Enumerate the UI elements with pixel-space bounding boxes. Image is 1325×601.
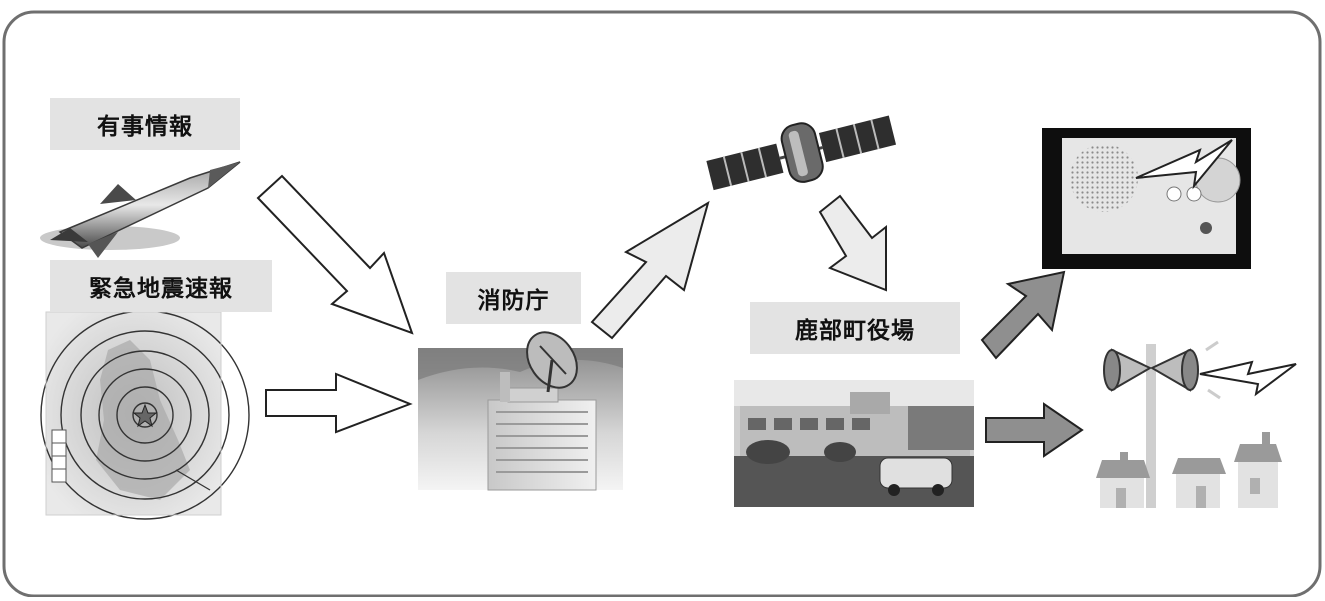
- missile-image: [40, 161, 241, 258]
- arrow-fdma-to-satellite: [590, 200, 710, 340]
- town-office-image: [734, 380, 974, 507]
- arrow-office-to-device: [980, 270, 1066, 360]
- fdma-building-image: [418, 331, 623, 491]
- label-town-office: 鹿部町役場: [750, 302, 960, 354]
- loudspeaker-tower-image: [1096, 340, 1297, 508]
- receiver-device-image: [1042, 128, 1251, 269]
- label-eew: 緊急地震速報: [50, 260, 272, 312]
- label-fdma: 消防庁: [446, 272, 581, 324]
- earthquake-intensity-map: [40, 310, 250, 520]
- outer-frame: [2, 10, 1322, 598]
- arrow-missile-to-fdma: [256, 174, 414, 335]
- satellite-image: [706, 115, 897, 191]
- label-yuji-joho: 有事情報: [50, 98, 240, 150]
- arrow-quake-to-fdma: [265, 372, 413, 434]
- arrow-office-to-speaker: [985, 402, 1084, 458]
- arrow-satellite-to-office: [818, 194, 887, 292]
